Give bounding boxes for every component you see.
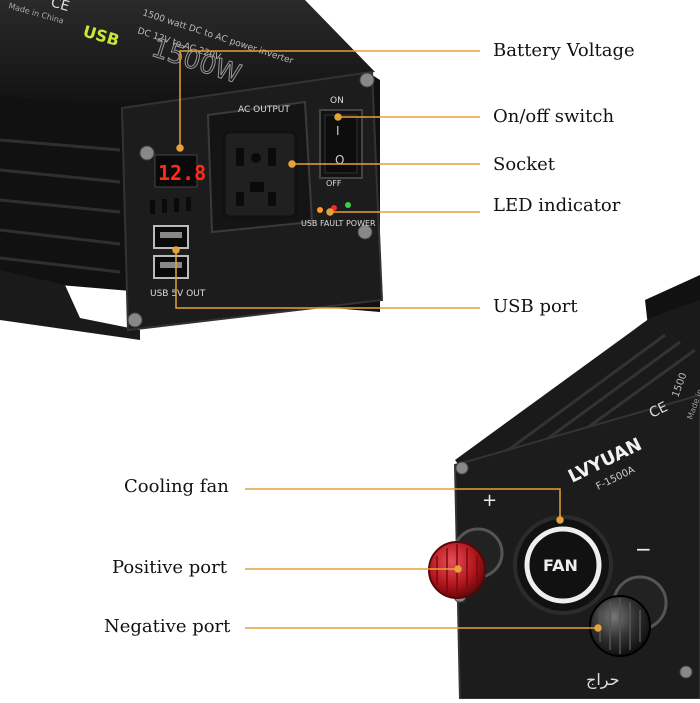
panel-vents bbox=[150, 197, 191, 214]
minus-sign: − bbox=[635, 537, 652, 561]
screw bbox=[357, 224, 373, 240]
plus-sign: + bbox=[482, 490, 497, 511]
callout-battery-voltage: Battery Voltage bbox=[493, 40, 635, 61]
callout-negative-port: Negative port bbox=[104, 616, 231, 637]
led-labels: USB FAULT POWER bbox=[301, 219, 376, 228]
callout-positive-port: Positive port bbox=[112, 557, 227, 578]
top-inverter: 12.8 AC OUTPUT ON I O OFF USB FAULT POWE… bbox=[0, 0, 384, 340]
callout-usb-port: USB port bbox=[493, 296, 578, 317]
heatsink-fins bbox=[0, 138, 121, 274]
screw bbox=[359, 72, 375, 88]
screw bbox=[679, 665, 693, 679]
callout-cooling-fan: Cooling fan bbox=[124, 476, 229, 497]
switch-off-label: OFF bbox=[326, 179, 342, 188]
fan-label: FAN bbox=[543, 556, 578, 575]
led-power bbox=[345, 202, 351, 208]
socket-holes bbox=[236, 148, 276, 206]
leader-lines bbox=[172, 50, 602, 632]
switch-on-symbol: I bbox=[336, 124, 340, 138]
bottom-inverter: LVYUAN F-1500A CE 1500 Made in FAN + − bbox=[428, 275, 700, 700]
callout-on-off-switch: On/off switch bbox=[493, 106, 615, 127]
switch-on-label: ON bbox=[330, 96, 344, 106]
usb-out-label: USB 5V OUT bbox=[150, 289, 206, 299]
leader-usb bbox=[175, 250, 480, 309]
led-usb bbox=[317, 207, 323, 213]
universal-socket bbox=[222, 130, 298, 219]
ce-mark-bottom: CE bbox=[647, 399, 671, 422]
top-inverter-top-face bbox=[0, 0, 375, 110]
screw bbox=[139, 145, 155, 161]
watermark: حراج bbox=[586, 670, 620, 689]
switch-off-symbol: O bbox=[335, 153, 344, 167]
callout-led-indicator: LED indicator bbox=[493, 195, 621, 216]
mounting-flange bbox=[0, 270, 140, 340]
voltage-display bbox=[154, 154, 198, 188]
fan-ring bbox=[524, 526, 602, 604]
ac-output-label: AC OUTPUT bbox=[238, 105, 290, 115]
ce-mark-top: CE bbox=[49, 0, 71, 15]
leader-fan bbox=[245, 488, 561, 520]
screw bbox=[127, 312, 143, 328]
callout-socket: Socket bbox=[493, 154, 556, 175]
voltage-display-value: 12.8 bbox=[158, 161, 206, 185]
screw bbox=[455, 461, 469, 475]
leader-battery-voltage bbox=[179, 50, 480, 148]
